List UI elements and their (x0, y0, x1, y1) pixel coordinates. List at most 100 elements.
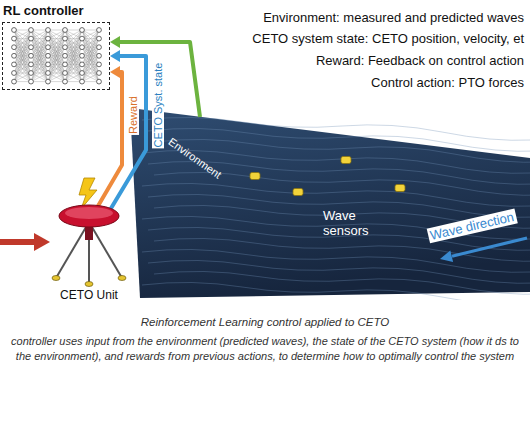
nn-neuron (80, 71, 85, 76)
nn-neuron (46, 71, 51, 76)
nn-neuron (63, 36, 68, 41)
nn-link (82, 39, 99, 82)
arrow-head (110, 66, 120, 78)
nn-neuron (29, 71, 34, 76)
arrow-head (110, 36, 120, 48)
wave-sensor (395, 185, 405, 192)
nn-neuron (12, 36, 17, 41)
ceto-disc-top (65, 207, 113, 219)
nn-neuron (80, 28, 85, 33)
nn-link (82, 39, 99, 82)
legend-note: CETO system state: CETO position, veloci… (252, 31, 524, 46)
nn-neuron (12, 45, 17, 50)
nn-link (65, 30, 82, 73)
nn-link (65, 56, 82, 82)
legend-note: Control action: PTO forces (371, 75, 524, 90)
nn-neuron (12, 79, 17, 84)
nn-link (14, 56, 31, 82)
nn-link (31, 73, 48, 82)
nn-link (82, 30, 99, 73)
nn-link (14, 30, 31, 73)
edge-label: Reward (127, 95, 139, 135)
ceto-foot (118, 276, 126, 281)
nn-neuron (97, 36, 102, 41)
nn-neuron (63, 71, 68, 76)
nn-neuron (97, 45, 102, 50)
ceto-foot (85, 282, 93, 287)
connector-line (98, 72, 122, 206)
arrow-head (110, 50, 120, 62)
nn-neuron (29, 36, 34, 41)
nn-neuron (46, 79, 51, 84)
nn-neuron (12, 53, 17, 58)
ceto-disc (59, 205, 119, 227)
nn-neuron (29, 79, 34, 84)
nn-neuron (46, 53, 51, 58)
nn-neuron (29, 45, 34, 50)
nn-link (14, 39, 31, 82)
nn-link (48, 30, 65, 73)
wave-texture (142, 282, 530, 300)
edge-label: CETO Syst. state (152, 62, 164, 149)
nn-neuron (63, 45, 68, 50)
nn-neuron (97, 28, 102, 33)
nn-neuron (29, 28, 34, 33)
nn-neuron (12, 62, 17, 67)
nn-neuron (97, 71, 102, 76)
figure-title: Reinforcement Learning control applied t… (0, 316, 530, 328)
nn-neuron (12, 28, 17, 33)
nn-neuron (97, 53, 102, 58)
nn-link (31, 56, 48, 82)
nn-neuron (46, 62, 51, 67)
input-arrow (0, 233, 50, 251)
nn-neuron (63, 79, 68, 84)
lightning-bolt (79, 178, 97, 209)
nn-link (14, 39, 31, 82)
region-label: Wave sensors (323, 208, 385, 238)
unit-label: CETO Unit (44, 288, 134, 302)
nn-link (65, 73, 82, 82)
ceto-foot (52, 276, 60, 281)
nn-neuron (12, 71, 17, 76)
ceto-leg (56, 222, 89, 278)
nn-neuron (29, 62, 34, 67)
nn-neuron (97, 79, 102, 84)
nn-link (14, 30, 31, 73)
nn-link (31, 30, 48, 73)
nn-neuron (97, 62, 102, 67)
ceto-leg (89, 222, 122, 278)
nn-neuron (63, 53, 68, 58)
wave-sensor (250, 173, 260, 180)
figure-caption: controller uses input from the environme… (6, 334, 524, 364)
nn-link (65, 30, 82, 73)
nn-link (82, 73, 99, 82)
nn-neuron (80, 45, 85, 50)
controller-box: RL controller (2, 22, 110, 90)
nn-link (65, 39, 82, 82)
nn-neuron (63, 62, 68, 67)
nn-link (82, 56, 99, 82)
wave-sensor (293, 189, 303, 196)
nn-link (48, 39, 65, 82)
box-heading: RL controller (3, 3, 84, 18)
nn-link (48, 56, 65, 82)
neural-network (12, 28, 102, 84)
legend-note: Reward: Feedback on control action (316, 53, 524, 68)
connector-arrow (98, 66, 122, 206)
ocean-shape (128, 108, 530, 300)
nn-link (82, 30, 99, 73)
nn-neuron (80, 53, 85, 58)
nn-link (48, 39, 65, 82)
nn-link (48, 73, 65, 82)
nn-neuron (46, 45, 51, 50)
nn-link (31, 30, 48, 73)
nn-neuron (80, 36, 85, 41)
nn-neuron (46, 28, 51, 33)
legend-note: Environment: measured and predicted wave… (263, 10, 524, 25)
nn-neuron (29, 53, 34, 58)
wave-sensor (341, 157, 351, 164)
ocean-surface: Wave sensors (128, 108, 530, 300)
nn-link (31, 39, 48, 82)
nn-link (65, 39, 82, 82)
